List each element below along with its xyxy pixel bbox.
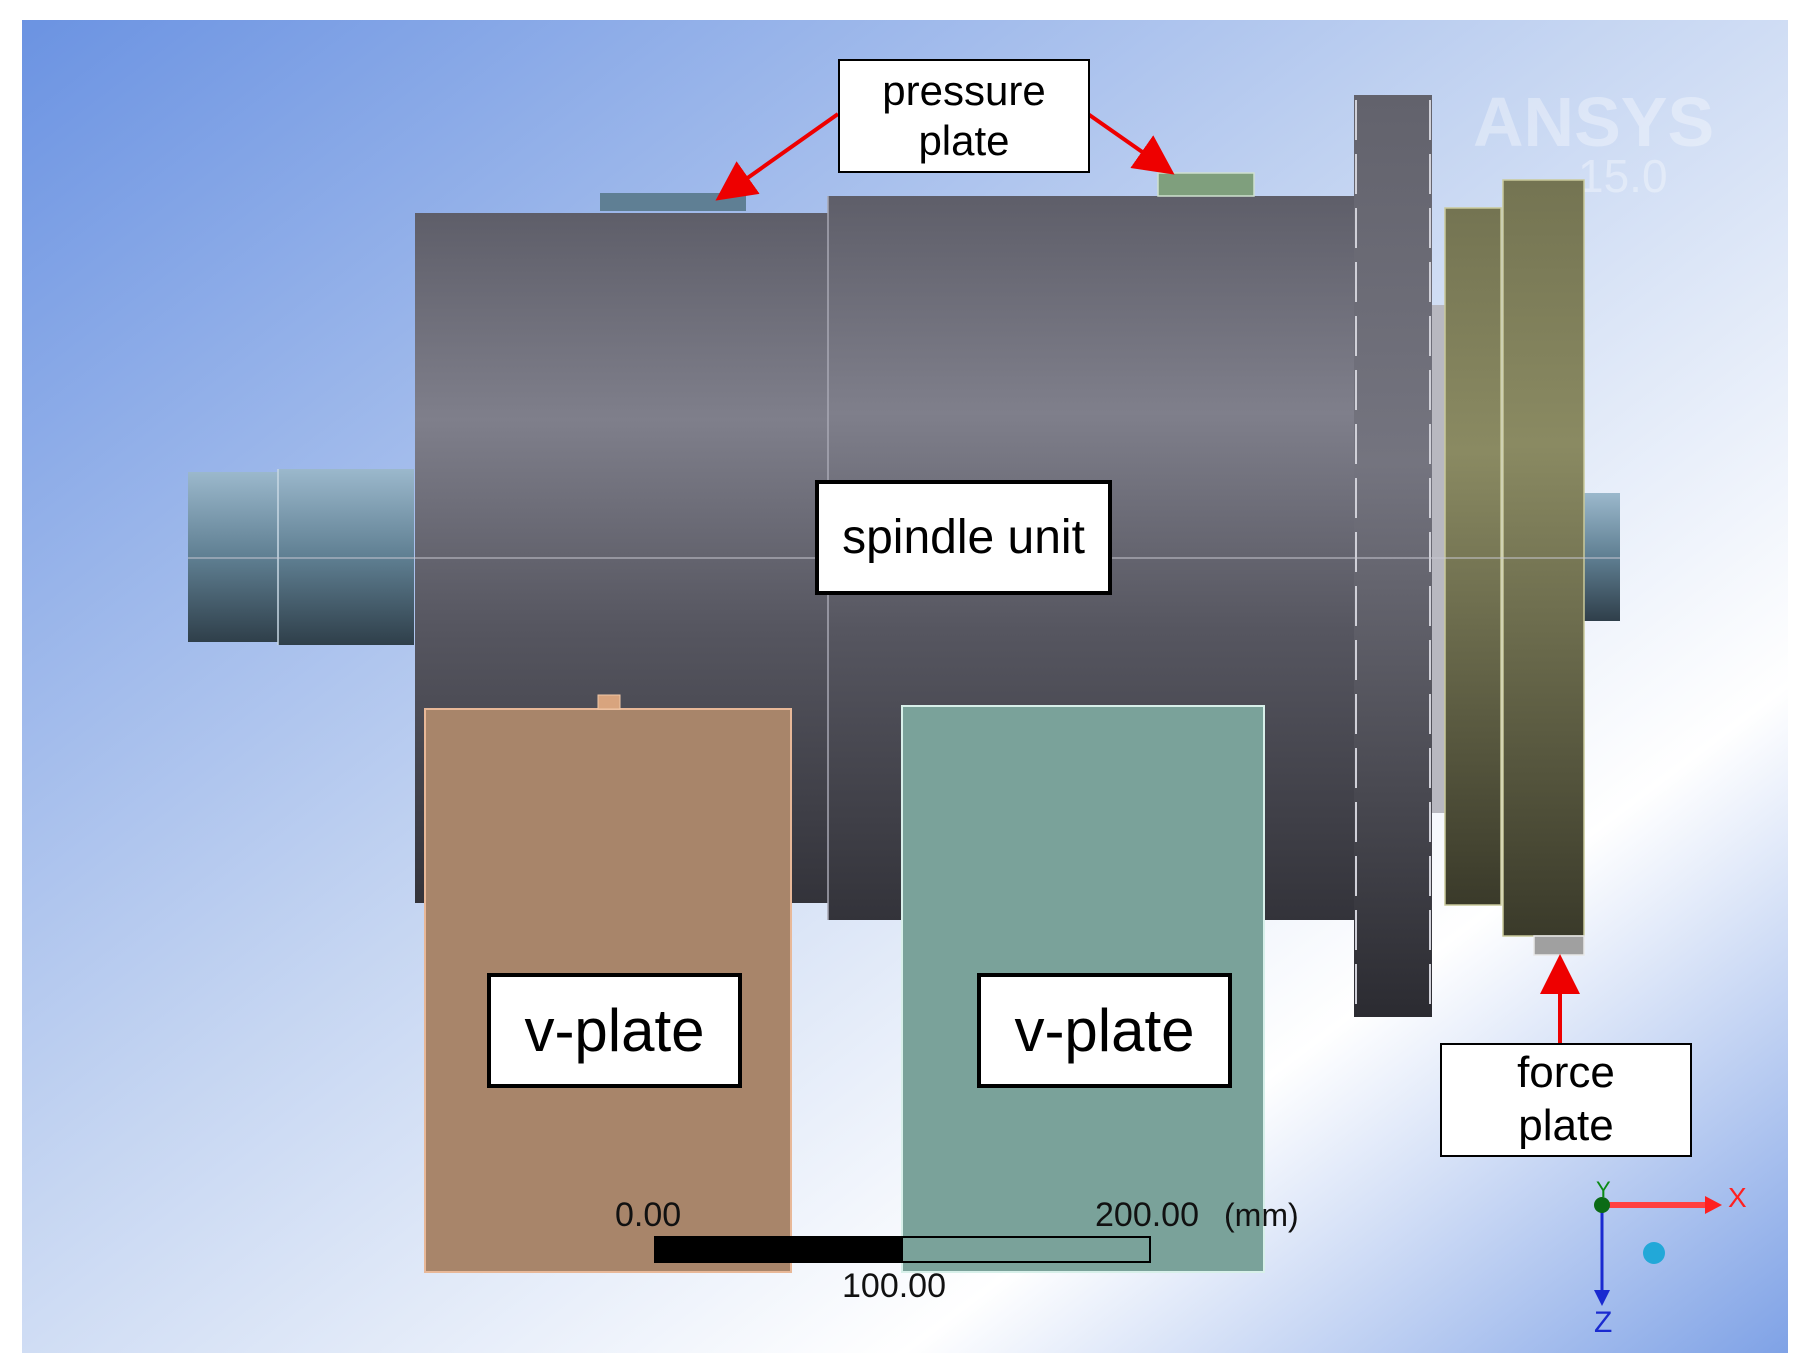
force-plate-label: force plate xyxy=(1440,1043,1692,1157)
arrow-pressure-plate-left xyxy=(715,112,840,201)
v-plate-left-label: v-plate xyxy=(487,973,742,1088)
scale-bar-end-label: 200.00 xyxy=(1095,1196,1199,1234)
collar-disk xyxy=(1354,95,1432,1017)
force-plate xyxy=(1533,935,1585,956)
v-plate-left-label-text: v-plate xyxy=(524,996,705,1064)
v-plate-left-tab xyxy=(597,694,621,710)
triad-x-arrow-icon xyxy=(1705,1196,1722,1214)
shaft-left-segment-1 xyxy=(188,472,278,642)
v-plate-right-label: v-plate xyxy=(977,973,1232,1088)
v-plate-right-label-text: v-plate xyxy=(1014,996,1195,1064)
shaft-left-segment-2 xyxy=(278,469,414,645)
triad-y-origin-icon xyxy=(1594,1197,1610,1213)
triad-y-label: Y xyxy=(1596,1177,1611,1202)
scale-bar-unit-label: (mm) xyxy=(1224,1197,1299,1233)
spindle-unit-label-text: spindle unit xyxy=(842,510,1085,564)
triad-z-arrow-icon xyxy=(1594,1290,1610,1306)
arrow-pressure-plate-right xyxy=(1086,112,1175,175)
pressure-plate-left xyxy=(600,193,746,211)
axis-triad: X Y Z xyxy=(1594,1177,1747,1339)
pressure-plate-label-text: pressure plate xyxy=(882,66,1046,164)
scale-bar-mid-label: 100.00 xyxy=(842,1267,946,1305)
spindle-unit-label: spindle unit xyxy=(815,480,1112,595)
triad-x-label: X xyxy=(1728,1182,1747,1213)
pressure-plate-label: pressure plate xyxy=(838,59,1090,173)
version-watermark: 15.0 xyxy=(1578,150,1668,202)
triad-z-label: Z xyxy=(1594,1306,1612,1339)
force-plate-disk-1 xyxy=(1444,207,1502,906)
pressure-plate-right xyxy=(1157,172,1255,197)
triad-iso-ball-icon xyxy=(1643,1242,1665,1264)
ansys-watermark: ANSYS xyxy=(1473,83,1714,161)
force-plate-label-text: force plate xyxy=(1517,1048,1615,1150)
scale-bar-filled xyxy=(655,1237,903,1262)
scale-bar-start-label: 0.00 xyxy=(615,1196,681,1234)
